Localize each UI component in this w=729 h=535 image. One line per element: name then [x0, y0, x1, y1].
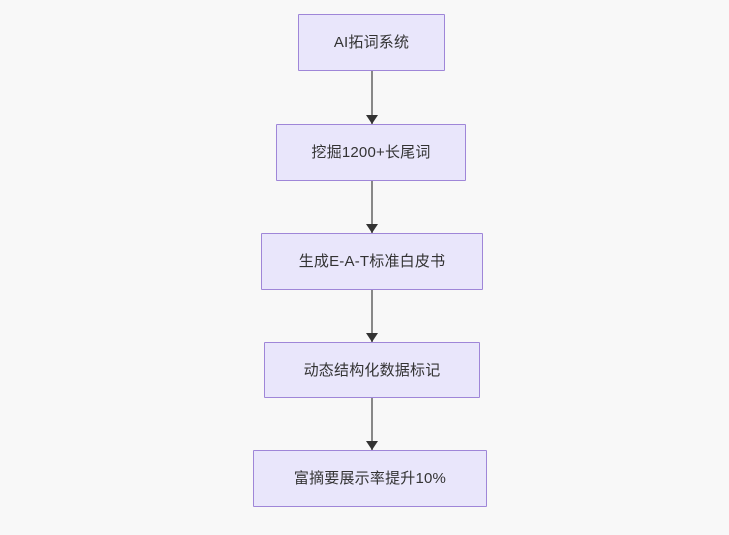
arrowhead-icon: [365, 333, 378, 342]
edge-line: [371, 181, 373, 233]
edge-line: [371, 71, 373, 124]
flow-node-3[interactable]: 生成E-A-T标准白皮书: [261, 233, 483, 290]
flow-node-4[interactable]: 动态结构化数据标记: [264, 342, 480, 398]
flow-node-label: AI拓词系统: [333, 34, 410, 51]
flow-node-label: 挖掘1200+长尾词: [311, 144, 431, 161]
edge-line: [371, 290, 373, 342]
arrowhead-icon: [365, 224, 378, 233]
edge-line: [371, 398, 373, 450]
flow-node-label: 动态结构化数据标记: [303, 361, 441, 379]
flow-node-5[interactable]: 富摘要展示率提升10%: [253, 450, 487, 507]
flow-node-label: 富摘要展示率提升10%: [293, 470, 447, 487]
flow-node-2[interactable]: 挖掘1200+长尾词: [276, 124, 466, 181]
flow-node-1[interactable]: AI拓词系统: [298, 14, 445, 71]
arrowhead-icon: [365, 115, 378, 124]
flow-node-label: 生成E-A-T标准白皮书: [298, 253, 446, 270]
arrowhead-icon: [365, 441, 378, 450]
